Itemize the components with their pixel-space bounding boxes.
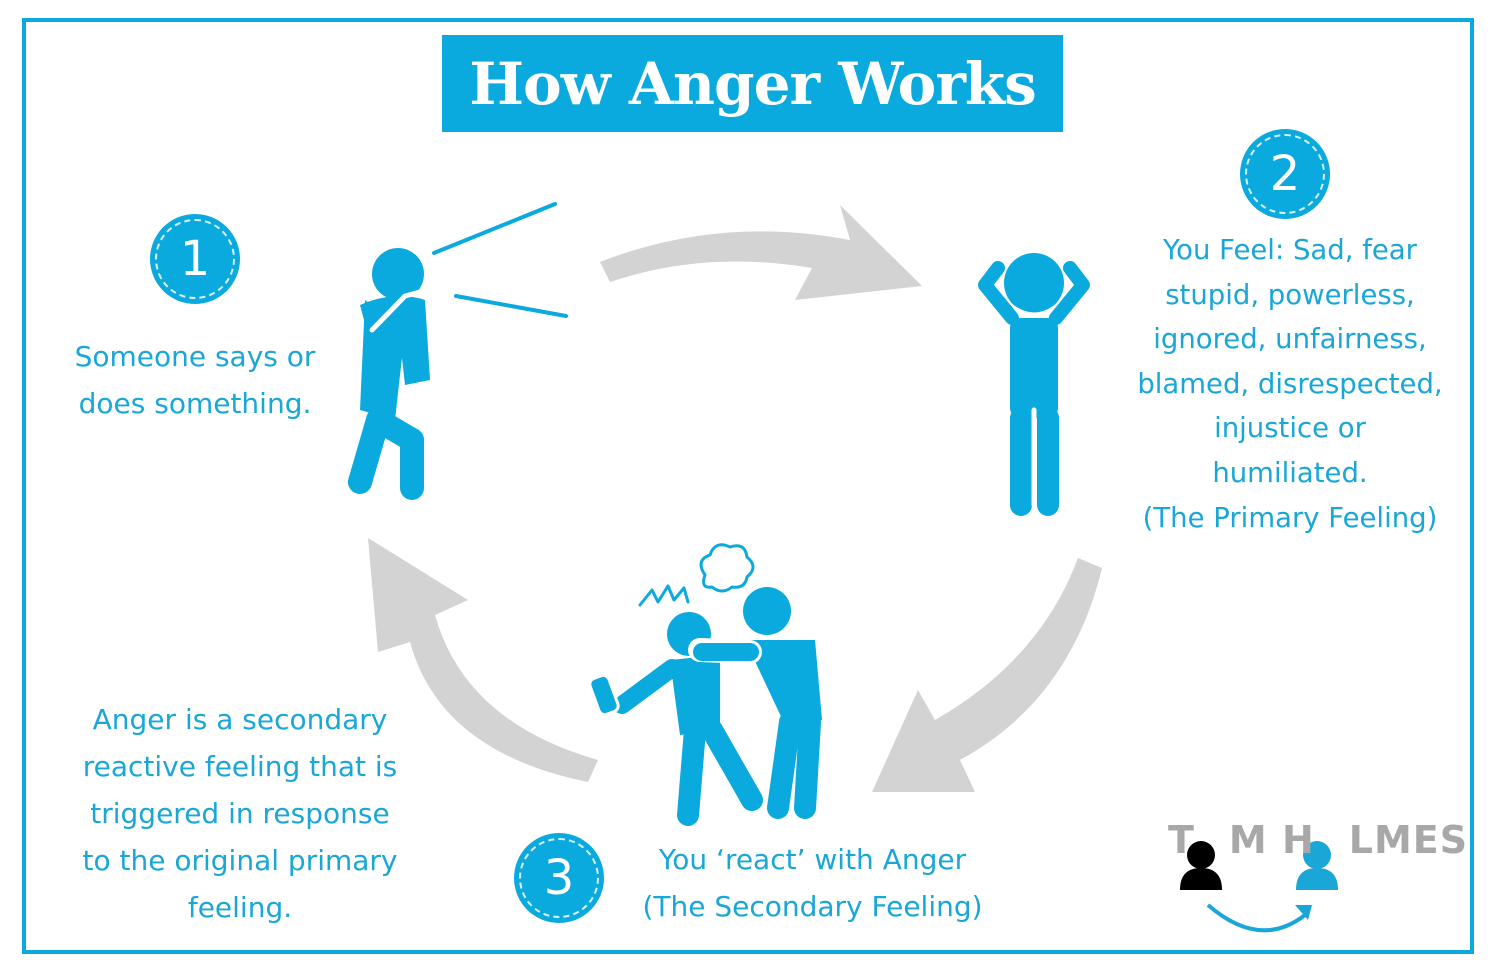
anger-note: Anger is a secondary reactive feeling th…: [40, 696, 440, 931]
step-3-line: (The Secondary Feeling): [642, 890, 983, 923]
step-1-number: 1: [179, 231, 211, 287]
step-2-line: humiliated.: [1212, 456, 1368, 489]
note-line: to the original primary: [82, 844, 398, 877]
step-3-line: You ‘react’ with Anger: [658, 843, 967, 876]
step-3-text: You ‘react’ with Anger (The Secondary Fe…: [600, 836, 1025, 930]
page-title: How Anger Works: [469, 49, 1036, 118]
note-line: reactive feeling that is: [82, 750, 398, 783]
step-2-line: blamed, disrespected,: [1137, 367, 1443, 400]
step-3-number: 3: [543, 850, 575, 906]
title-banner: How Anger Works: [442, 35, 1063, 132]
step-1-line: does something.: [78, 387, 312, 420]
step-2-line: You Feel: Sad, fear: [1163, 234, 1417, 266]
note-line: triggered in response: [90, 797, 390, 830]
distressed-person-icon: [978, 253, 1090, 516]
step-2-line: (The Primary Feeling): [1142, 501, 1438, 534]
step-2-line: ignored, unfairness,: [1153, 323, 1427, 356]
step-1-line: Someone says or: [74, 340, 316, 373]
step-2-number: 2: [1269, 146, 1301, 202]
cycle-arrow-icon: [368, 205, 1102, 792]
note-line: feeling.: [187, 891, 293, 924]
step-1-text: Someone says or does something.: [40, 333, 350, 427]
logo-text-part: T: [1168, 818, 1195, 862]
step-2-badge: 2: [1240, 129, 1330, 219]
step-1-badge: 1: [150, 214, 240, 304]
note-line: Anger is a secondary: [92, 703, 388, 736]
step-2-text: You Feel: Sad, fear stupid, powerless, i…: [1110, 228, 1470, 540]
step-2-line: injustice or: [1214, 412, 1366, 445]
step-3-badge: 3: [514, 833, 604, 923]
fighting-people-icon: [588, 543, 822, 826]
logo-text-part: M H: [1228, 818, 1315, 862]
shouting-person-icon: [348, 202, 568, 500]
step-2-line: stupid, powerless,: [1165, 278, 1415, 311]
logo-text-part: LMES: [1348, 818, 1469, 862]
logo-wordmark: T M H LMES: [1168, 818, 1468, 862]
diagram-frame: [22, 18, 1474, 954]
tom-holmes-logo: [1180, 841, 1338, 933]
